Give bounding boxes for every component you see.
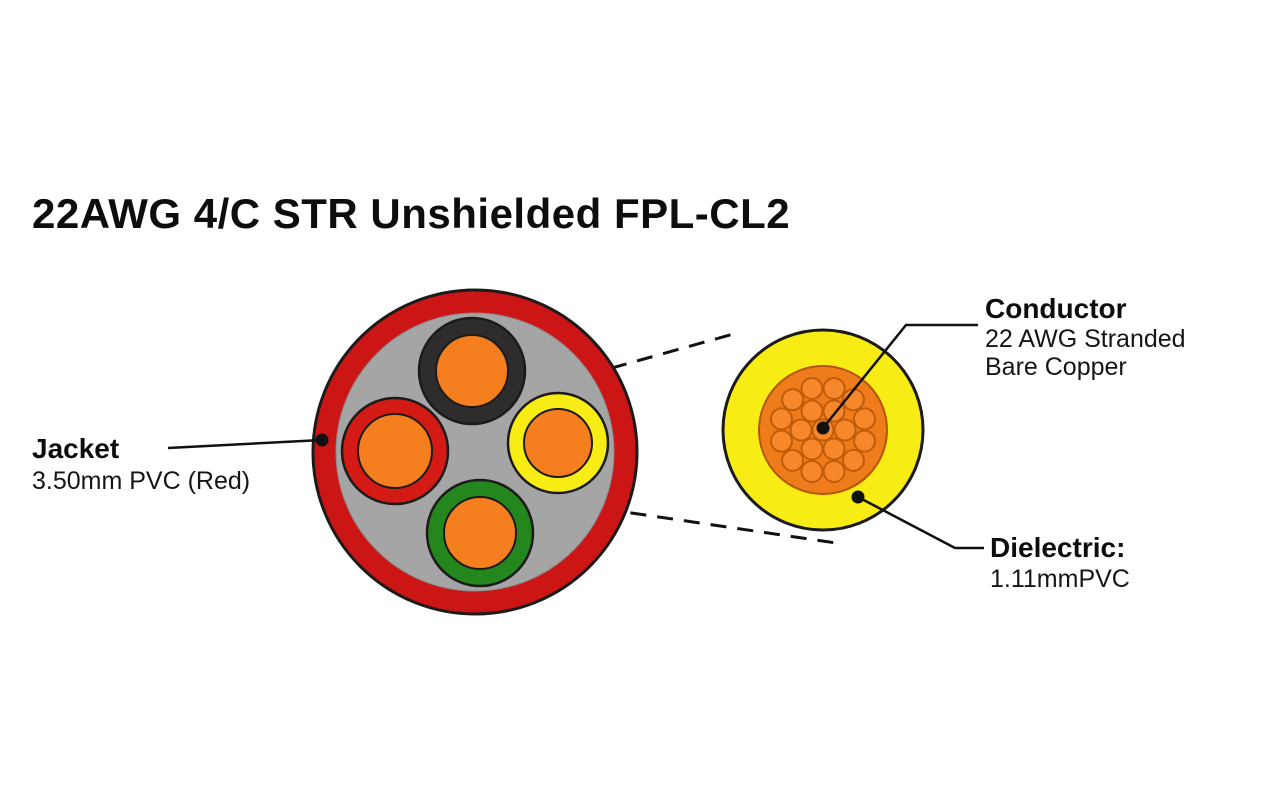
conductor-red — [340, 396, 450, 506]
strand — [800, 460, 824, 483]
jacket-label-detail: 3.50mm PVC (Red) — [32, 467, 250, 495]
conductor-label-detail-2: Bare Copper — [985, 353, 1127, 381]
strand — [800, 437, 824, 461]
zoom-dash-bottom — [576, 503, 844, 546]
strand — [800, 377, 824, 400]
dielectric-leader-dot — [851, 490, 865, 504]
jacket-callout: Jacket 3.50mm PVC (Red) — [32, 433, 329, 495]
conductor-zoom-view — [721, 328, 925, 532]
conductor-yellow — [506, 391, 610, 495]
strand — [781, 388, 805, 412]
filler-area — [335, 312, 615, 592]
copper-core — [357, 413, 433, 489]
strand — [822, 460, 846, 483]
conductor-leader-line — [822, 323, 978, 429]
strand — [789, 418, 813, 442]
strand — [770, 429, 793, 453]
jacket-leader-dot — [315, 433, 329, 447]
conductor-leader-dot — [816, 421, 830, 435]
conductor-green — [425, 478, 535, 588]
strand — [800, 399, 824, 423]
jacket-leader-line — [167, 438, 323, 450]
conductor-label-detail-1: 22 AWG Stranded — [985, 325, 1186, 353]
conductor-label-title: Conductor — [985, 293, 1127, 324]
copper-core — [443, 496, 517, 570]
dielectric-label-detail: 1.11mmPVC — [990, 565, 1130, 593]
strand — [781, 448, 805, 472]
strand — [853, 429, 876, 453]
strand — [770, 407, 793, 431]
dielectric-callout: Dielectric: 1.11mmPVC — [851, 490, 1130, 593]
dielectric-leader-line — [857, 495, 984, 550]
dielectric-label-title: Dielectric: — [990, 532, 1125, 563]
strand — [822, 437, 846, 461]
conductor-callout: Conductor 22 AWG Stranded Bare Copper — [816, 293, 1186, 435]
strand — [822, 399, 846, 423]
copper-strands — [770, 377, 876, 483]
conductor-black — [417, 316, 527, 426]
strand — [841, 448, 865, 472]
copper-core — [435, 334, 509, 408]
cable-cross-section — [311, 288, 639, 616]
diagram-title: 22AWG 4/C STR Unshielded FPL-CL2 — [32, 190, 790, 237]
copper-core — [523, 408, 593, 478]
strand — [853, 407, 876, 431]
strand — [822, 377, 846, 400]
strand — [833, 418, 857, 442]
jacket-label-title: Jacket — [32, 433, 119, 464]
